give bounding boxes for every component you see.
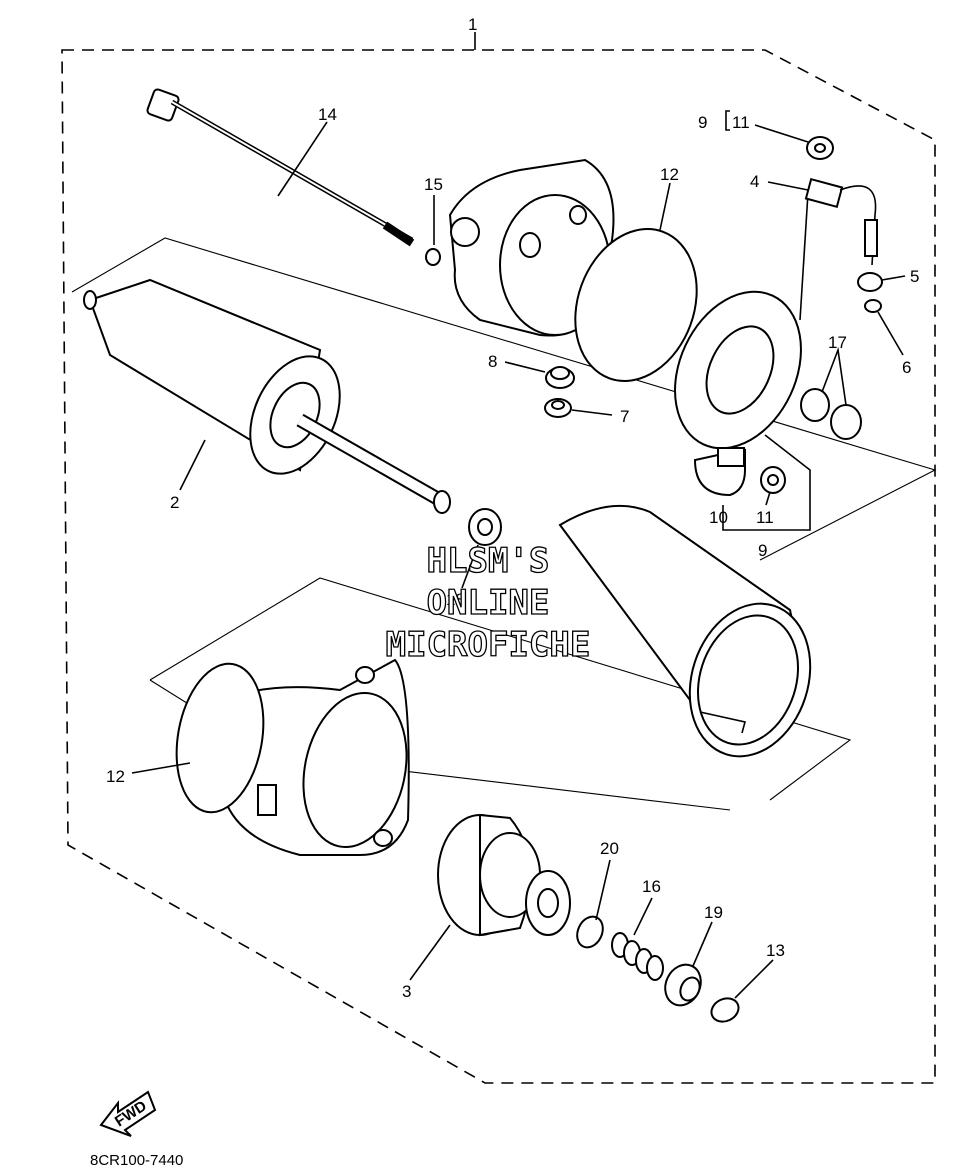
callout-14: 14 [318,105,337,124]
callout-18: 18 [446,590,465,609]
watermark-line-3: MICROFICHE [386,625,591,665]
leader-9-lower [722,434,811,531]
fwd-arrow-icon: FWD [99,1090,157,1137]
callout-9-lower: 9 [758,541,767,560]
leader-14 [277,121,328,197]
through-bolt [146,88,415,247]
callout-19: 19 [704,903,723,922]
callout-13: 13 [766,941,785,960]
upper-subassembly-outline [71,237,937,561]
callout-12-lower: 12 [106,767,125,786]
bracket-9-11 [725,110,730,131]
callout-6: 6 [902,358,911,377]
callout-9-upper: 9 [698,113,707,132]
leader-4 [767,181,809,191]
leader-18 [461,544,479,589]
yoke [558,504,812,758]
callout-20: 20 [600,839,619,858]
assembly-outline [61,49,936,1084]
nut-7 [544,398,572,418]
callout-8: 8 [488,352,497,371]
leader-12-upper [659,182,671,231]
leader-2 [179,439,206,491]
collar-19 [664,963,702,1007]
leader-17 [821,346,847,406]
callout-7: 7 [620,407,629,426]
leader-20 [595,859,611,921]
starter-clutch [437,813,571,937]
watermark-line-2: ONLINE [427,583,550,623]
o-ring-upper [574,228,698,382]
o-ring-small [425,248,441,266]
front-cover [213,658,410,856]
armature [83,278,451,514]
leader-11-lower [765,491,771,506]
leader-5 [881,275,906,281]
callout-5: 5 [910,267,919,286]
diagram-code: 8CR100-7440 [90,1152,183,1169]
washer-6 [864,299,882,313]
leader-8 [504,361,546,373]
callout-15: 15 [424,175,443,194]
leader-3 [409,924,451,981]
brush-holder-plate [674,290,802,450]
ring-20 [576,915,604,949]
leader-6 [877,311,904,356]
brush-spring-upper [806,136,834,160]
leader-16 [633,897,653,936]
leader-12-lower [131,762,191,774]
callout-12-upper: 12 [660,165,679,184]
brush-spring-lower [760,466,786,494]
washer-17b [830,404,862,440]
callout-3: 3 [402,982,411,1001]
lower-subassembly-outline [149,577,852,801]
brush-lead [804,177,878,266]
callout-11-upper: 11 [732,113,750,132]
leader-19 [692,921,713,967]
callout-10: 10 [709,508,728,527]
watermark-line-1: HLSM'S [427,541,550,581]
o-ring-lower [175,662,265,814]
leader-4-plate [799,192,809,321]
callout-11-lower: 11 [756,508,774,527]
callout-16: 16 [642,877,661,896]
leader-11-upper [754,124,809,143]
callout-4: 4 [750,172,759,191]
nut-8 [545,366,575,389]
circlip-13 [710,997,740,1023]
callout-17: 17 [828,333,847,352]
leader-13 [734,959,774,999]
callout-2: 2 [170,493,179,512]
brush-10 [693,447,746,497]
leader-7 [571,409,613,416]
spring-16 [611,932,664,981]
washer-17a [800,388,830,422]
washer-5 [857,272,883,292]
callout-1: 1 [468,15,477,34]
